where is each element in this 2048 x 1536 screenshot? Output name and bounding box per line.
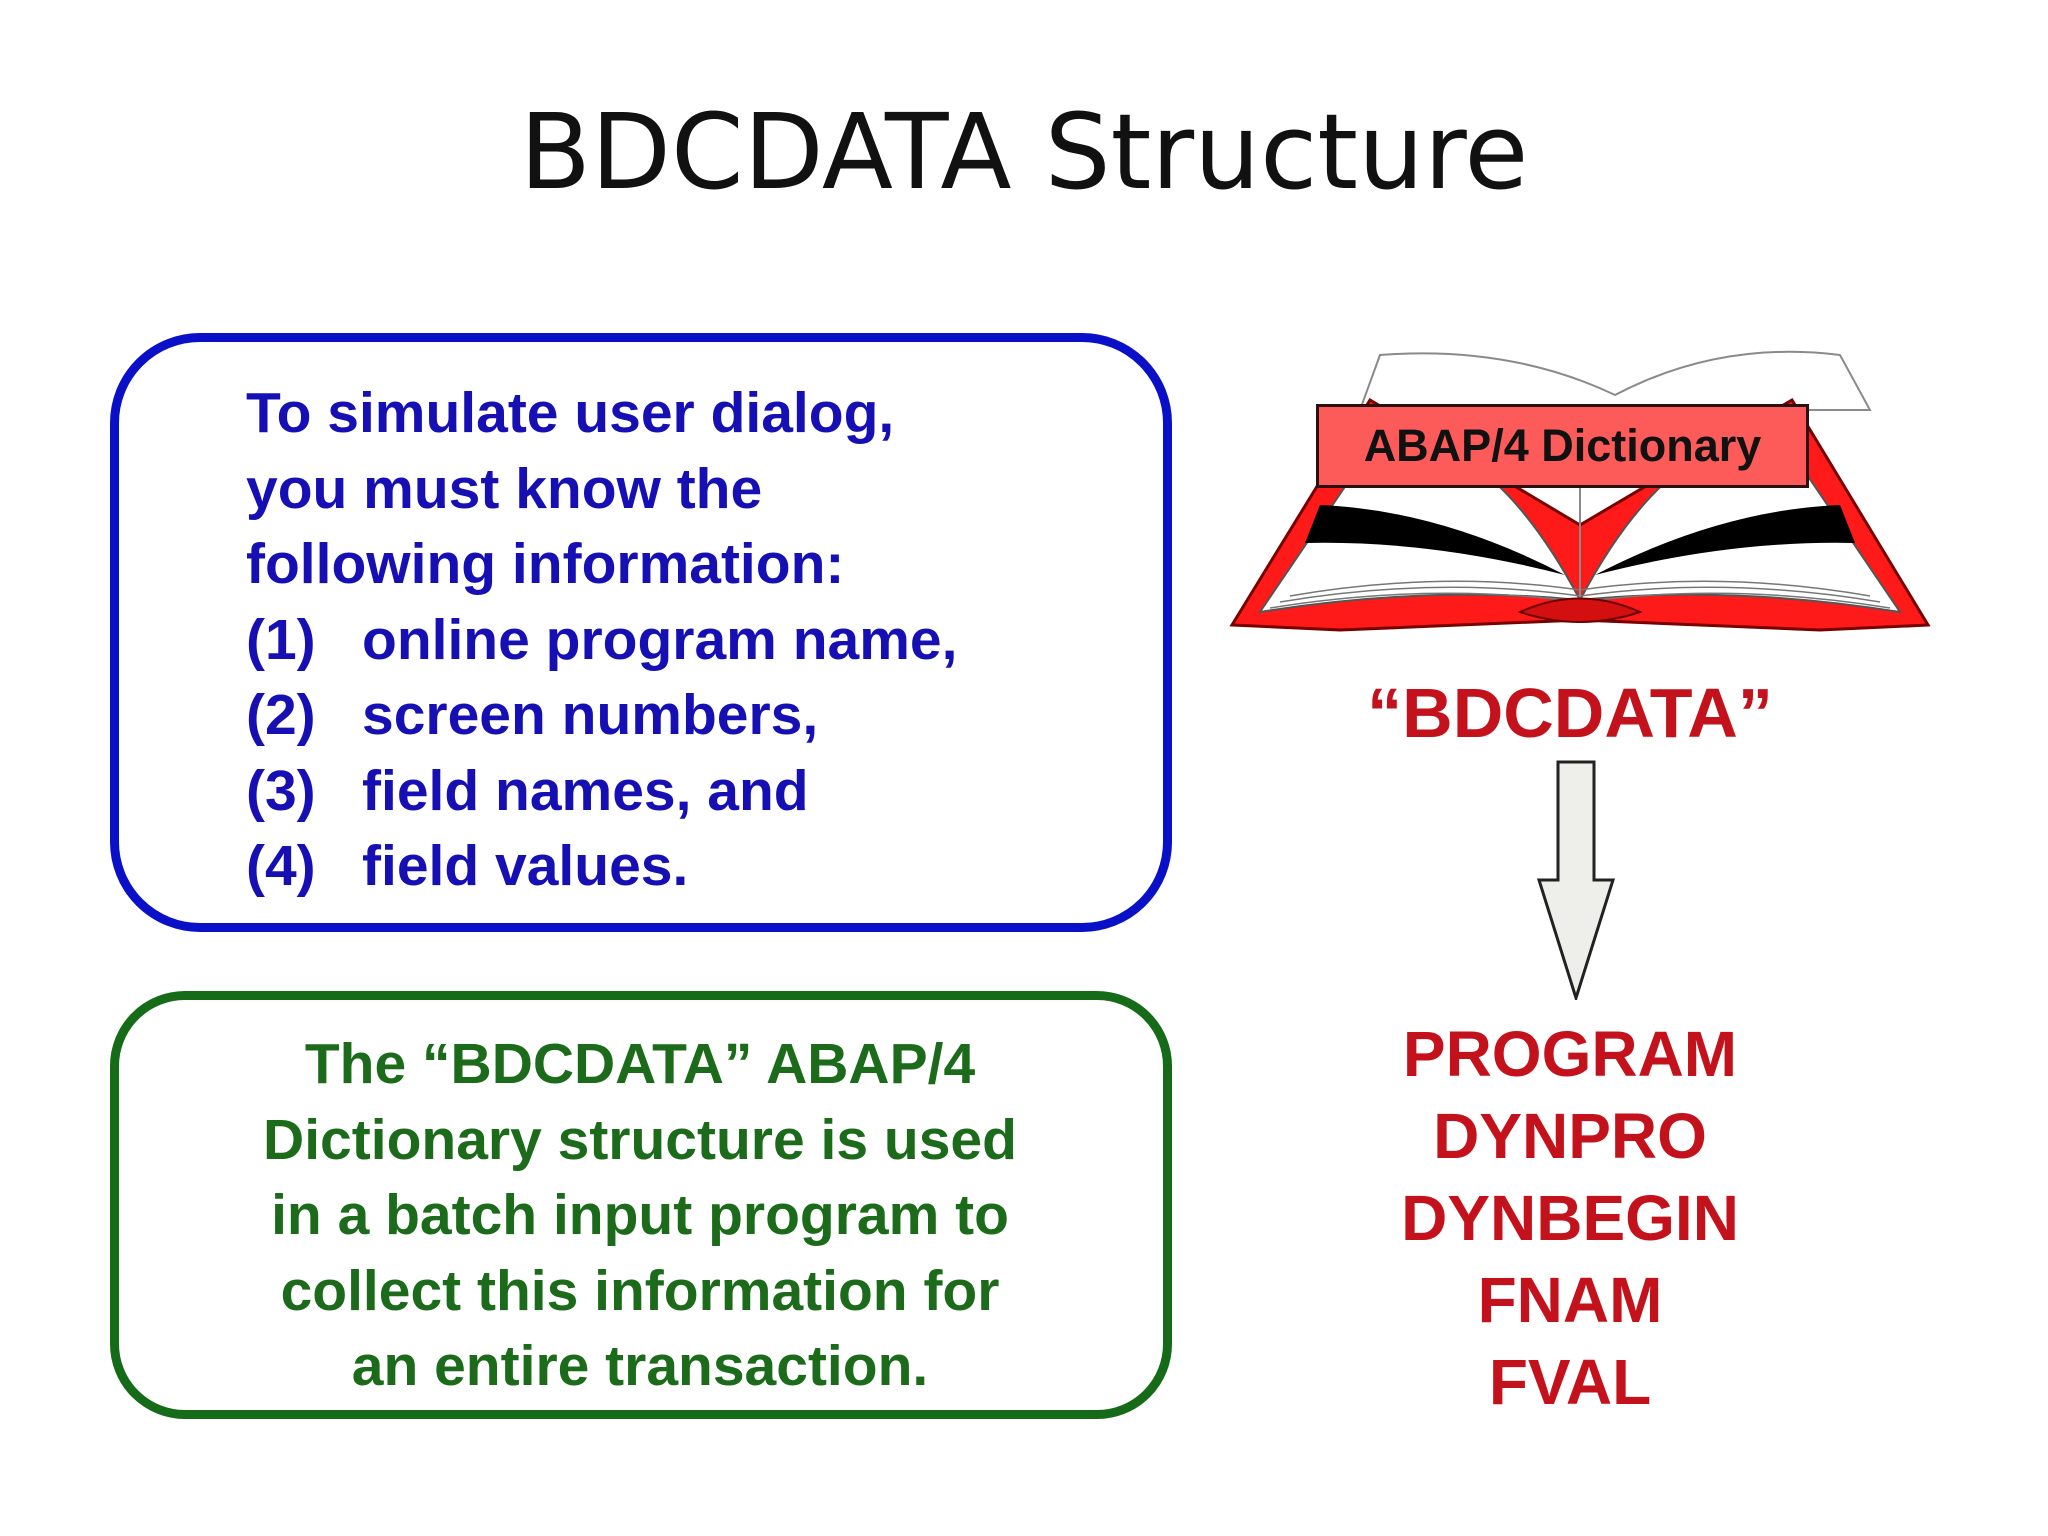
intro-line: you must know the	[246, 456, 763, 521]
dictionary-book-icon	[1229, 350, 1931, 632]
requirements-text: To simulate user dialog, you must know t…	[246, 376, 1146, 905]
dictionary-label: ABAP/4 Dictionary	[1316, 404, 1809, 488]
list-item-number: (4)	[246, 834, 316, 898]
list-item: (4) field values.	[246, 829, 1146, 905]
list-item: (3) field names, and	[246, 754, 1146, 830]
field-name: DYNPRO	[1433, 1100, 1707, 1172]
description-line: The “BDCDATA” ABAP/4	[304, 1032, 976, 1096]
requirements-box	[110, 333, 1172, 932]
description-line: an entire transaction.	[351, 1334, 929, 1398]
structure-caption: “BDCDATA”	[1367, 674, 1773, 752]
intro-line: To simulate user dialog,	[246, 381, 895, 445]
list-item-number: (1)	[246, 607, 316, 672]
description-line: in a batch input program to	[271, 1183, 1009, 1247]
description-line: collect this information for	[280, 1258, 1000, 1323]
description-box	[110, 991, 1172, 1419]
list-item: (1) online program name,	[246, 603, 1146, 679]
description-line: Dictionary structure is used	[263, 1107, 1017, 1172]
down-arrow-icon	[1536, 760, 1616, 1000]
field-name: PROGRAM	[1402, 1018, 1738, 1090]
list-item-text: field names, and	[362, 758, 809, 823]
structure-fields: PROGRAM DYNPRO DYNBEGIN FNAM FVAL	[1350, 1013, 1790, 1423]
list-item: (2) screen numbers,	[246, 678, 1146, 754]
field-name: FVAL	[1488, 1346, 1652, 1418]
list-item-text: screen numbers,	[362, 683, 819, 747]
description-text: The “BDCDATA” ABAP/4 Dictionary structur…	[140, 1027, 1140, 1405]
slide-title: BDCDATA Structure	[519, 91, 1529, 213]
intro-line: following information:	[246, 532, 845, 596]
field-name: DYNBEGIN	[1401, 1182, 1739, 1254]
list-item-number: (2)	[246, 683, 316, 747]
field-name: FNAM	[1477, 1264, 1663, 1336]
list-item-text: field values.	[362, 834, 689, 898]
list-item-number: (3)	[246, 758, 316, 823]
list-item-text: online program name,	[362, 607, 958, 672]
